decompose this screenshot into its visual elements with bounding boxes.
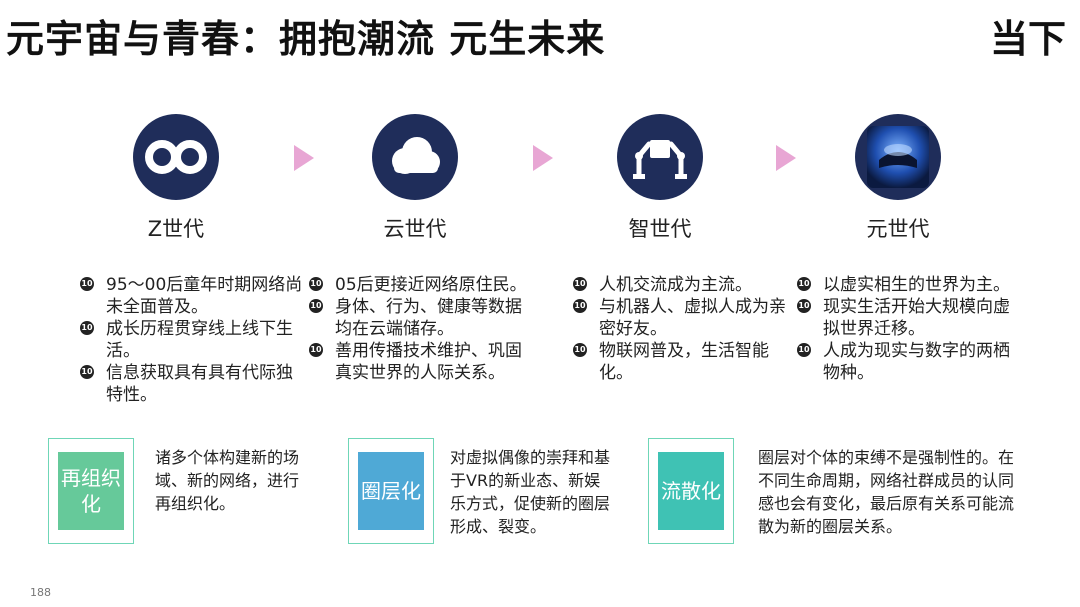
concept-badge-diaspora: 流散化: [648, 438, 734, 544]
page-title: 元宇宙与青春：拥抱潮流 元生未来: [6, 17, 606, 61]
generation-label: Z世代: [147, 217, 205, 241]
badge-frame: [348, 438, 434, 544]
generation-z: Z世代: [86, 114, 266, 241]
bullet-marker-icon: 10: [573, 343, 587, 357]
bullet-marker-icon: 10: [797, 277, 811, 291]
vr-headset-icon: [855, 114, 941, 200]
badge-frame: [648, 438, 734, 544]
arrow-right-icon: [533, 145, 553, 171]
bullet-marker-icon: 10: [573, 299, 587, 313]
corner-label: 当下: [989, 17, 1066, 61]
concept-badge-reorganize: 再组织化: [48, 438, 134, 544]
bullet-marker-icon: 10: [797, 343, 811, 357]
arrow-right-icon: [776, 145, 796, 171]
concept-description: 对虚拟偶像的崇拜和基于VR的新业态、新娱乐方式，促使新的圈层形成、裂变。: [450, 448, 611, 536]
page-number: 188: [30, 586, 51, 599]
robot-arms-icon: [617, 114, 703, 200]
bullet-marker-icon: 10: [80, 321, 94, 335]
generation-smart: 智世代: [570, 114, 750, 241]
cloud-icon: [372, 114, 458, 200]
generation-cloud: 云世代: [325, 114, 505, 241]
bullet-marker-icon: 10: [80, 277, 94, 291]
bullet-marker-icon: 10: [309, 299, 323, 313]
bullet-marker-icon: 10: [309, 277, 323, 291]
bullet-marker-icon: 10: [797, 299, 811, 313]
bullet-marker-icon: 10: [573, 277, 587, 291]
concept-badge-circle: 圈层化: [348, 438, 434, 544]
bullet-marker-icon: 10: [80, 365, 94, 379]
generation-meta: 元世代: [808, 114, 988, 241]
bullet-marker-icon: 10: [309, 343, 323, 357]
concept-description: 圈层对个体的束缚不是强制性的。在不同生命周期，网络社群成员的认同感也会有变化，最…: [758, 448, 1015, 536]
arrow-right-icon: [294, 145, 314, 171]
generation-label: 智世代: [628, 217, 692, 241]
generation-label: 元世代: [866, 217, 930, 241]
badge-label: 再组织化: [58, 452, 124, 530]
generation-label: 云世代: [383, 217, 447, 241]
concept-description: 诸多个体构建新的场域、新的网络，进行再组织化。: [155, 448, 300, 513]
infinity-icon: [133, 114, 219, 200]
badge-frame: [48, 438, 134, 544]
badge-label: 圈层化: [358, 452, 424, 530]
badge-label: 流散化: [658, 452, 724, 530]
